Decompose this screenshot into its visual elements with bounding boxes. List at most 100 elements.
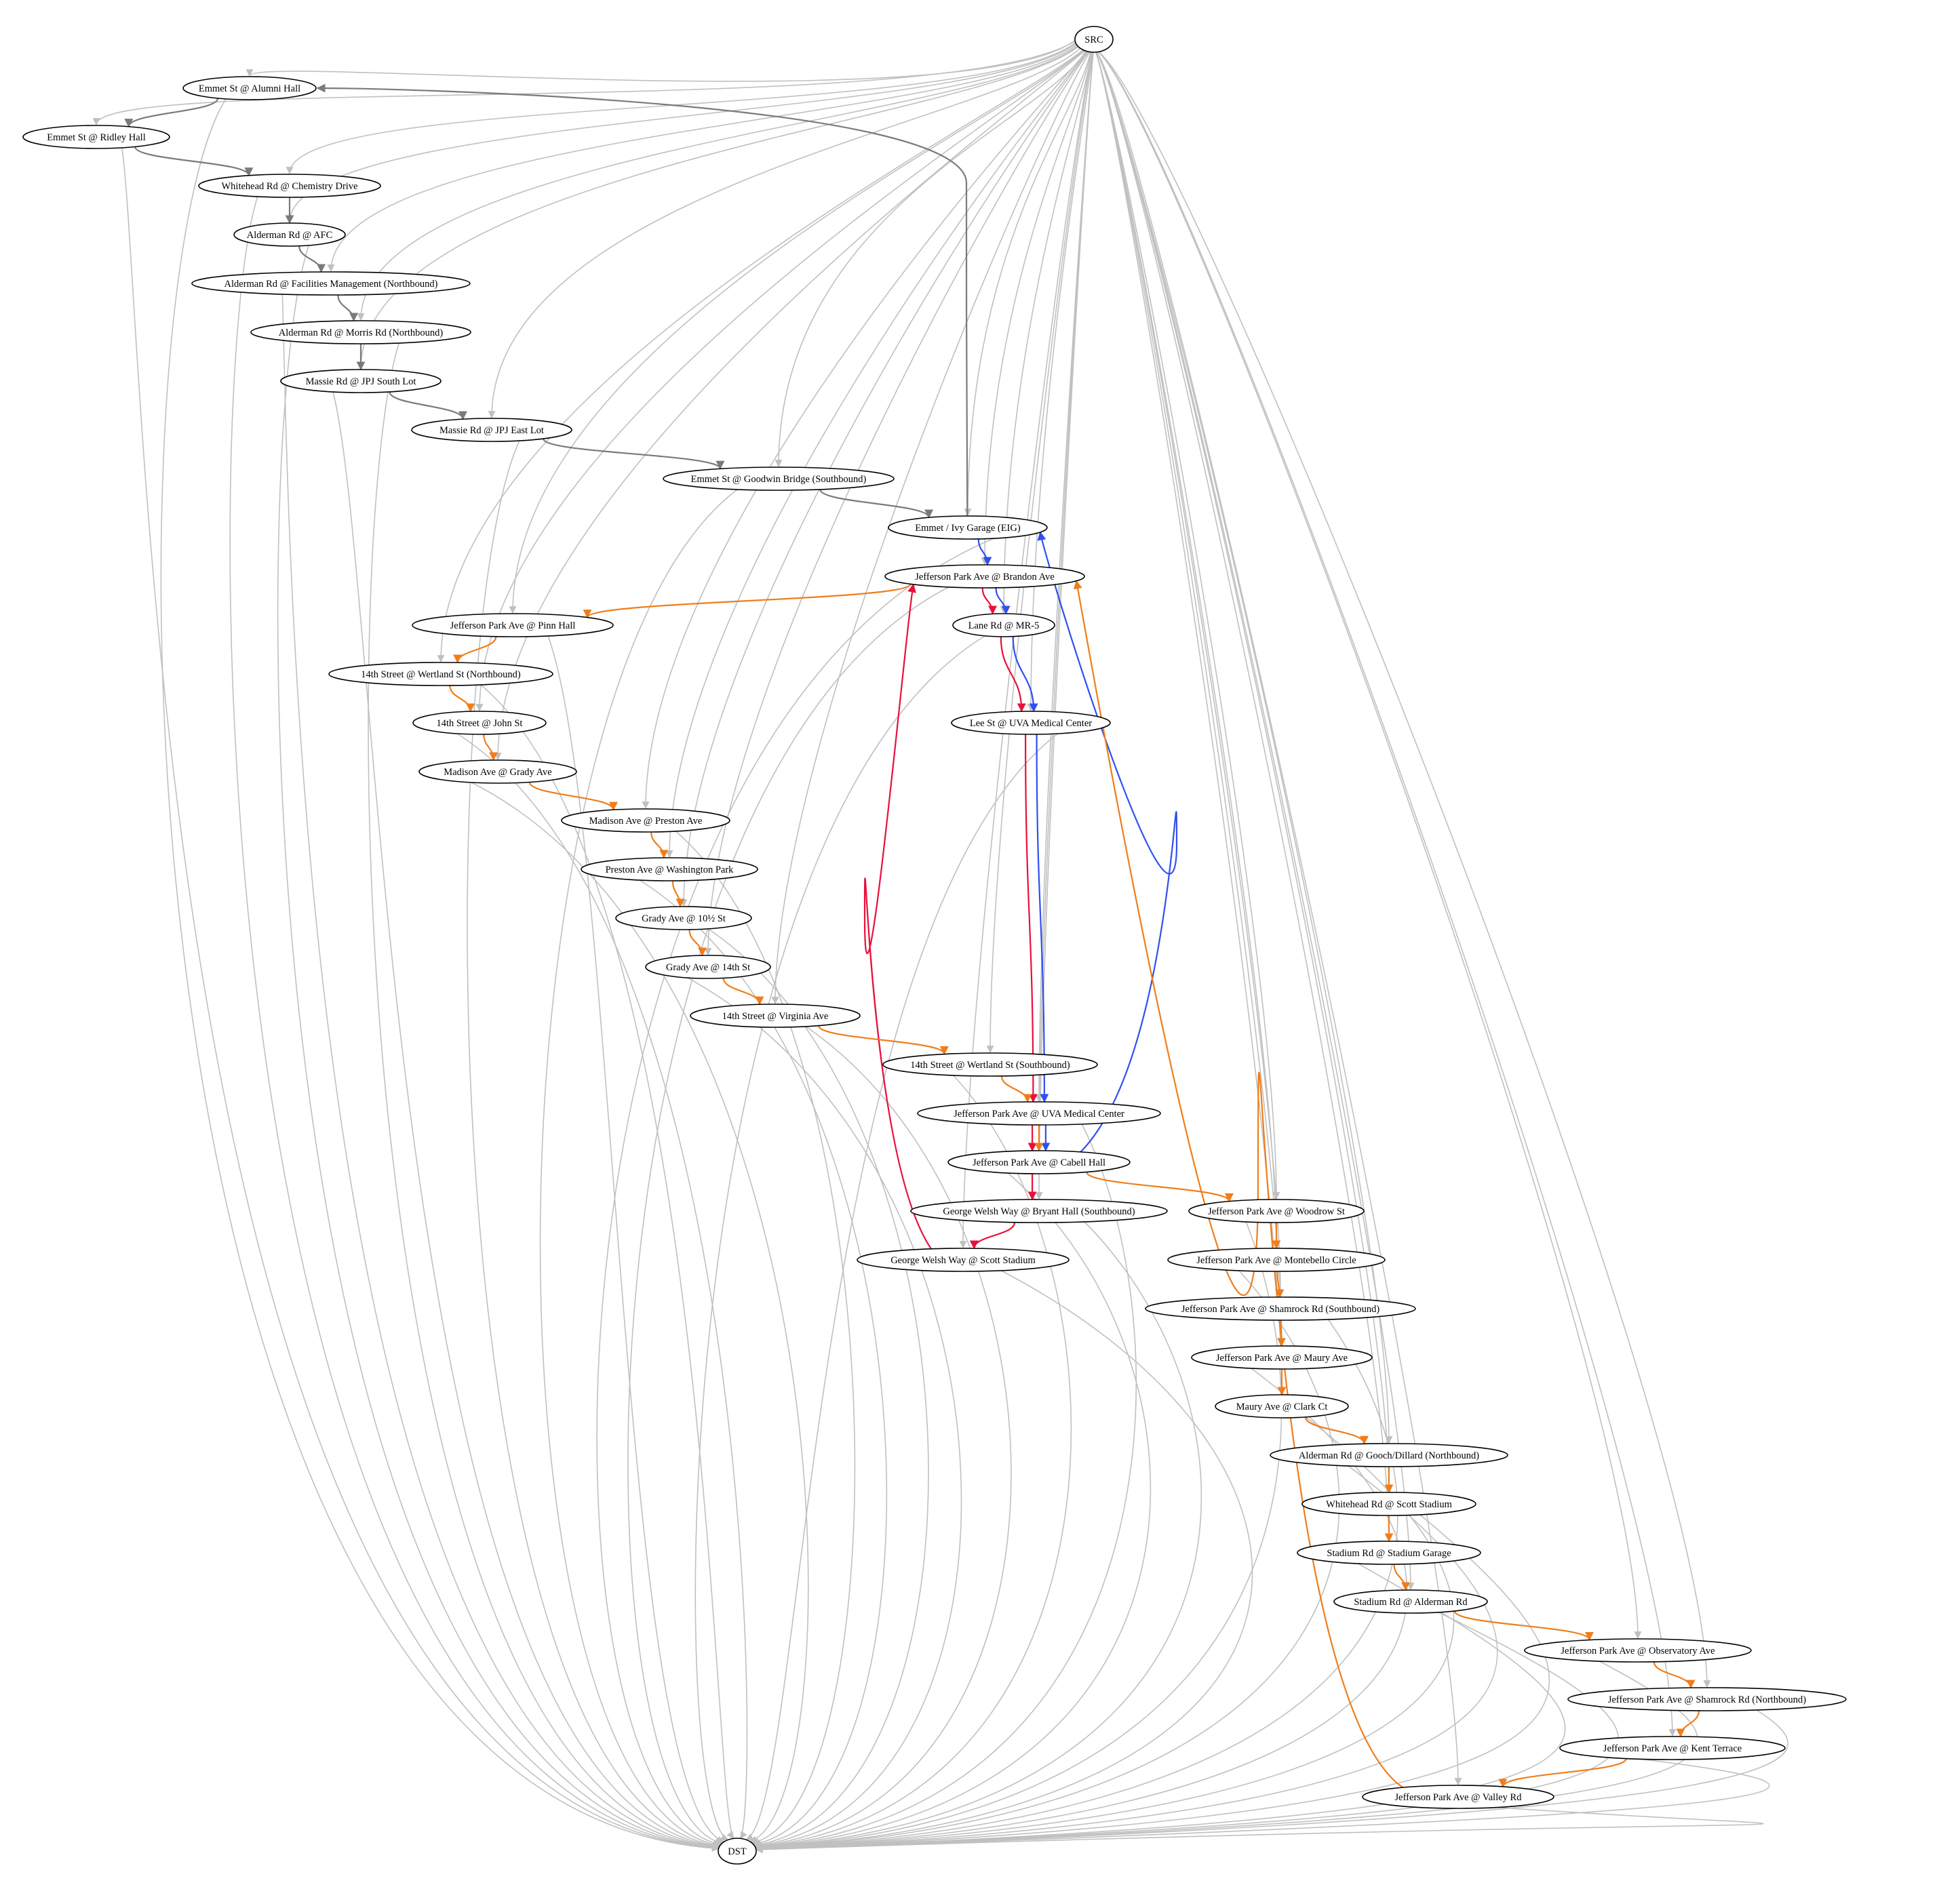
route-edge-orange — [1498, 1758, 1627, 1788]
node-ellipse — [328, 662, 553, 686]
stop-node: Jefferson Park Ave @ UVA Medical Center — [917, 1101, 1161, 1126]
node-ellipse — [857, 1248, 1070, 1272]
route-edge-gray — [298, 245, 326, 273]
node-ellipse — [1301, 1492, 1476, 1516]
node-label: George Welsh Way @ Bryant Hall (Southbou… — [943, 1206, 1135, 1217]
node-ellipse — [1567, 1687, 1847, 1711]
route-edge-orange — [1393, 1564, 1410, 1591]
dst-edge — [755, 1758, 1770, 1854]
route-edge-red — [981, 587, 998, 615]
src-edge — [1097, 51, 1642, 1640]
sink-node: DST — [718, 1838, 757, 1865]
node-label: Alderman Rd @ Morris Rd (Northbound) — [279, 328, 444, 338]
dst-edge — [368, 342, 720, 1850]
route-edge-orange — [453, 636, 497, 664]
dst-edge — [332, 391, 720, 1850]
route-edge-orange — [1453, 1610, 1594, 1641]
node-label: George Welsh Way @ Scott Stadium — [890, 1255, 1036, 1266]
node-label: 14th Street @ Wertland St (Southbound) — [910, 1060, 1070, 1071]
route-edge-orange — [483, 734, 498, 761]
route-edge-gray — [389, 391, 467, 420]
node-label: Jefferson Park Ave @ Cabell Hall — [973, 1157, 1105, 1168]
dst-edge — [755, 1611, 1619, 1853]
dst-edge — [707, 928, 929, 1848]
dst-edge — [745, 732, 1059, 1840]
src-edge — [680, 51, 1089, 907]
node-label: Madison Ave @ Grady Ave — [444, 767, 551, 778]
src-edge — [1095, 52, 1286, 1395]
node-label: Jefferson Park Ave @ UVA Medical Center — [954, 1109, 1124, 1119]
node-label: 14th Street @ Virginia Ave — [722, 1011, 829, 1022]
route-edge-blue — [995, 587, 1011, 615]
stop-node: Emmet St @ Goodwin Bridge (Southbound) — [663, 467, 895, 491]
src-edge — [1097, 51, 1677, 1737]
node-ellipse — [1362, 1785, 1554, 1809]
node-label: Jefferson Park Ave @ Kent Terrace — [1603, 1743, 1742, 1754]
dst-edge — [755, 1221, 1202, 1852]
node-label: Massie Rd @ JPJ East Lot — [439, 425, 544, 436]
node-label: Madison Ave @ Preston Ave — [589, 816, 703, 827]
stop-node: Grady Ave @ 10½ St — [615, 906, 752, 930]
node-label: DST — [728, 1846, 747, 1857]
stop-node: George Welsh Way @ Scott Stadium — [857, 1248, 1070, 1272]
src-edge — [642, 51, 1088, 810]
edges-layer — [92, 39, 1789, 1854]
route-edge-orange — [1000, 1075, 1032, 1103]
src-edge — [327, 44, 1078, 273]
node-ellipse — [1559, 1736, 1786, 1760]
dst-edge — [596, 537, 996, 1847]
dst-edge — [754, 1074, 1072, 1850]
route-edge-gray — [134, 146, 254, 177]
node-ellipse — [233, 222, 346, 247]
dst-edge — [674, 830, 856, 1846]
node-label: Alderman Rd @ AFC — [247, 230, 333, 241]
dst-edge — [755, 1367, 1408, 1852]
node-ellipse — [882, 1052, 1098, 1077]
node-ellipse — [663, 467, 895, 491]
route-edge-gray — [124, 98, 219, 128]
stop-node: Grady Ave @ 14th St — [645, 955, 771, 979]
node-label: Lee St @ UVA Medical Center — [970, 718, 1092, 729]
node-label: Emmet St @ Alumni Hall — [199, 83, 300, 94]
node-label: Jefferson Park Ave @ Observatory Ave — [1561, 1646, 1714, 1656]
route-edge-orange — [528, 782, 618, 811]
stop-node: Whitehead Rd @ Chemistry Drive — [198, 174, 381, 198]
node-label: Emmet / Ivy Garage (EIG) — [915, 523, 1021, 534]
route-edge-blue — [977, 538, 992, 566]
stop-node: Jefferson Park Ave @ Montebello Circle — [1167, 1248, 1386, 1272]
node-ellipse — [1215, 1394, 1349, 1418]
node-ellipse — [1191, 1345, 1373, 1370]
stop-node: Lane Rd @ MR-5 — [952, 613, 1055, 637]
stop-node: Jefferson Park Ave @ Kent Terrace — [1559, 1736, 1786, 1760]
node-ellipse — [1333, 1589, 1488, 1614]
dst-edge — [456, 732, 748, 1840]
route-edge-orange — [722, 978, 764, 1006]
stop-node: Madison Ave @ Grady Ave — [418, 759, 577, 784]
stop-node: Jefferson Park Ave @ Valley Rd — [1362, 1785, 1554, 1809]
node-ellipse — [1270, 1443, 1508, 1467]
src-edge — [771, 52, 1091, 1005]
stop-node: Massie Rd @ JPJ East Lot — [411, 418, 572, 442]
src-edge — [775, 50, 1086, 468]
route-edge-red — [1000, 636, 1026, 713]
node-ellipse — [884, 564, 1085, 589]
node-label: 14th Street @ John St — [437, 718, 523, 729]
src-edge — [488, 47, 1081, 419]
node-label: Alderman Rd @ Gooch/Dillard (Northbound) — [1299, 1450, 1479, 1461]
node-ellipse — [1188, 1199, 1365, 1223]
node-label: Grady Ave @ 14th St — [666, 962, 750, 973]
node-label: Preston Ave @ Washington Park — [606, 865, 734, 875]
stop-node: Massie Rd @ JPJ South Lot — [280, 369, 442, 393]
src-edge — [981, 52, 1092, 566]
dst-edge — [277, 244, 720, 1851]
node-ellipse — [1167, 1248, 1386, 1272]
stop-node: Jefferson Park Ave @ Shamrock Rd (Southb… — [1145, 1296, 1416, 1321]
src-edge — [509, 49, 1084, 614]
src-edge — [286, 42, 1076, 175]
dst-edge — [470, 781, 809, 1844]
node-label: Lane Rd @ MR-5 — [968, 620, 1040, 631]
node-ellipse — [412, 613, 614, 637]
stop-node: Alderman Rd @ Gooch/Dillard (Northbound) — [1270, 1443, 1508, 1467]
src-edge — [92, 41, 1076, 126]
